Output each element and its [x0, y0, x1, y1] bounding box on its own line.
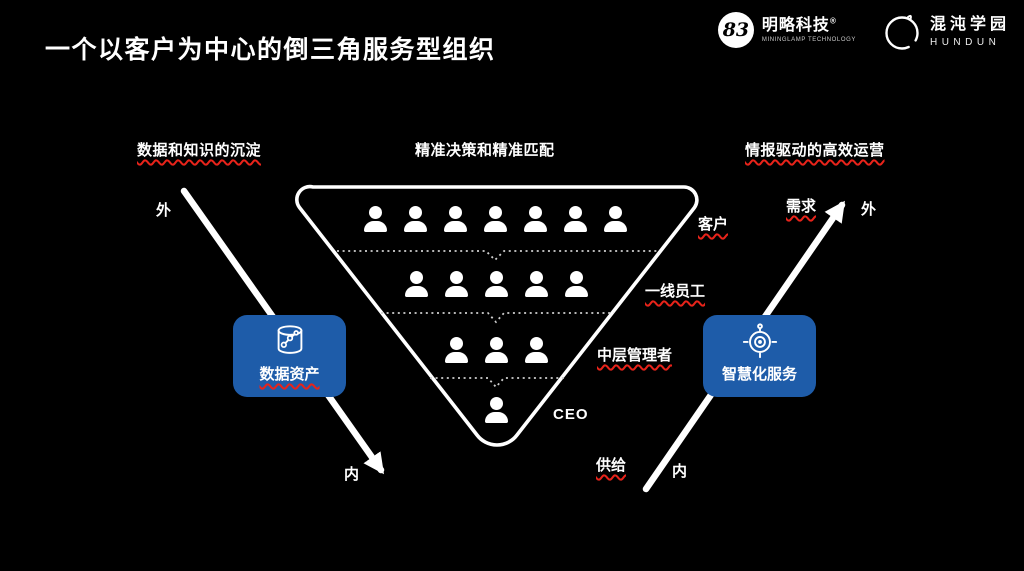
minglamp-mark-text: 83	[722, 19, 750, 41]
registered-mark: ®	[829, 16, 837, 26]
label-middle-managers: 中层管理者	[597, 347, 673, 364]
section-label-data-knowledge: 数据和知识的沉淀	[137, 142, 262, 159]
target-icon	[742, 323, 777, 359]
minglamp-logo-subtext: MININGLAMP TECHNOLOGY	[761, 36, 856, 43]
person-icon	[484, 206, 507, 232]
minglamp-logo-text: 明略科技® MININGLAMP TECHNOLOGY	[762, 17, 856, 43]
person-icon	[445, 337, 468, 363]
person-icon	[445, 271, 468, 297]
label-supply: 供给	[596, 457, 627, 474]
smart-service-label: 智慧化服务	[721, 366, 797, 383]
section-label-decision-matching: 精准决策和精准匹配	[415, 142, 555, 159]
data-asset-card: 数据资产	[233, 315, 346, 397]
separator-dotted-2	[381, 312, 614, 324]
person-icon	[525, 271, 548, 297]
person-icon	[364, 206, 387, 232]
slide-title: 一个以客户为中心的倒三角服务型组织	[45, 36, 496, 64]
separator-dotted-3	[430, 377, 564, 389]
person-icon	[525, 337, 548, 363]
separator-dotted-1	[337, 250, 658, 262]
label-inner-left: 内	[344, 466, 360, 483]
label-ceo: CEO	[553, 406, 589, 423]
label-outer-right: 外	[861, 201, 877, 218]
label-inner-right: 内	[672, 463, 688, 480]
section-label-intel-operation: 情报驱动的高效运营	[745, 142, 885, 159]
person-icon	[604, 206, 627, 232]
person-icon	[485, 337, 508, 363]
hundun-logo-text: 混沌学园 HUNDUN	[930, 16, 1010, 48]
person-icon	[404, 206, 427, 232]
hundun-logo-name: 混沌学园	[929, 16, 1010, 34]
data-asset-label: 数据资产	[259, 366, 320, 383]
person-icon	[444, 206, 467, 232]
people-row-ceo	[485, 397, 508, 423]
hundun-circle-icon	[885, 14, 919, 50]
inverted-triangle-outline	[295, 184, 699, 447]
people-row-frontline	[405, 271, 588, 297]
minglamp-name: 明略科技	[761, 17, 830, 35]
person-icon	[485, 271, 508, 297]
minglamp-logo-icon: 83	[717, 12, 754, 48]
people-row-middle-managers	[445, 337, 548, 363]
smart-service-card: 智慧化服务	[703, 315, 816, 397]
person-icon	[565, 271, 588, 297]
logo-bar: 83 明略科技® MININGLAMP TECHNOLOGY 混沌学园 HUND…	[717, 12, 1010, 52]
minglamp-logo: 83 明略科技® MININGLAMP TECHNOLOGY	[717, 12, 856, 48]
label-outer-left: 外	[156, 202, 172, 219]
label-frontline-staff: 一线员工	[645, 283, 706, 300]
hundun-logo: 混沌学园 HUNDUN	[882, 12, 1010, 52]
label-customers: 客户	[698, 216, 729, 233]
people-row-customers	[364, 206, 627, 232]
person-icon	[564, 206, 587, 232]
person-icon	[524, 206, 547, 232]
person-icon	[485, 397, 508, 423]
database-icon	[277, 325, 302, 354]
minglamp-logo-name: 明略科技®	[762, 17, 856, 35]
hundun-logo-subtext: HUNDUN	[929, 36, 1001, 48]
person-icon	[405, 271, 428, 297]
label-demand: 需求	[786, 198, 817, 215]
